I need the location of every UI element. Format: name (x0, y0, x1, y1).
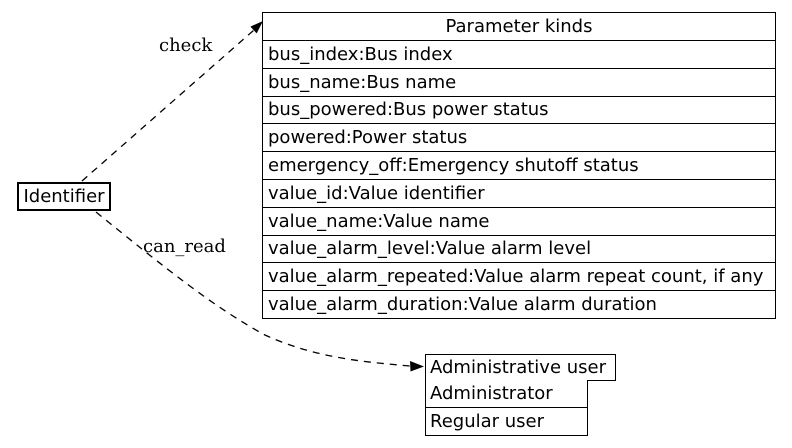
parameter-kinds-row: value_alarm_level:Value alarm level (263, 234, 775, 263)
edge-label-can-read: can_read (143, 236, 226, 257)
parameter-kinds-title: Parameter kinds (445, 16, 593, 37)
parameter-kinds-row: emergency_off:Emergency shutoff status (263, 151, 775, 179)
admin-users-row: Regular user (426, 407, 587, 435)
node-admin-users-body: Administrator Regular user (425, 380, 588, 436)
parameter-kinds-row: bus_name:Bus name (263, 67, 775, 96)
node-identifier: Identifier (17, 182, 111, 211)
parameter-kinds-row: bus_index:Bus index (263, 40, 775, 68)
parameter-kinds-row: value_alarm_repeated:Value alarm repeat … (263, 262, 775, 290)
parameter-kinds-row: value_name:Value name (263, 206, 775, 235)
admin-users-row: Administrator (430, 383, 553, 404)
node-parameter-kinds: Parameter kinds bus_index:Bus index bus_… (262, 12, 776, 319)
edge-label-check: check (159, 35, 213, 56)
edge-check-arrowhead (250, 21, 263, 34)
parameter-kinds-row: value_alarm_duration:Value alarm duratio… (263, 290, 775, 318)
edge-can-read-line (95, 211, 411, 367)
node-admin-users-title: Administrative user (425, 354, 616, 381)
parameter-kinds-row: bus_powered:Bus power status (263, 95, 775, 124)
parameter-kinds-row: value_id:Value identifier (263, 178, 775, 207)
edge-can-read-arrowhead (410, 361, 424, 372)
parameter-kinds-row: powered:Power status (263, 123, 775, 151)
